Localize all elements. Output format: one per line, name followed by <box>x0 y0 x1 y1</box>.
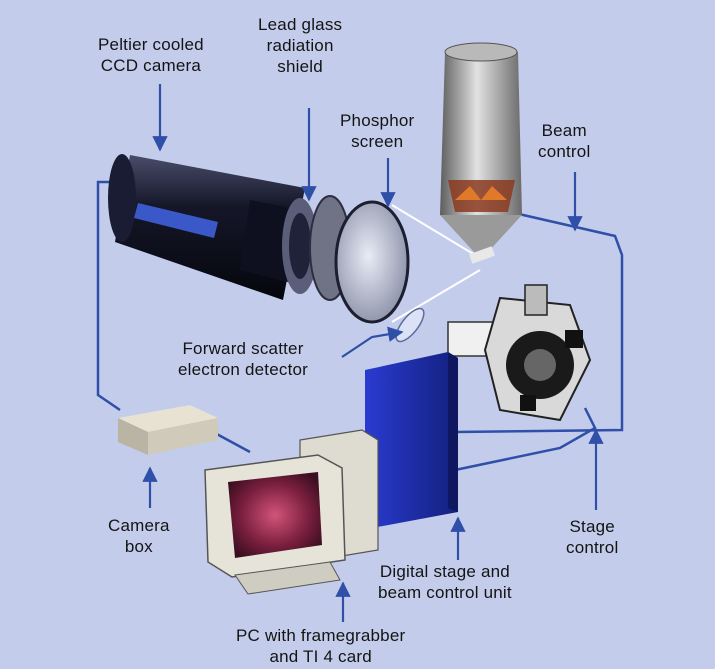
camera-box-device <box>118 405 218 455</box>
arrow-forward-scatter <box>341 326 404 358</box>
annotation-arrows <box>142 84 604 622</box>
electron-column <box>440 42 522 252</box>
stage-assembly <box>447 284 592 422</box>
diffraction-cone <box>391 204 481 323</box>
camera-box-cable <box>212 430 251 454</box>
phosphor-screen <box>334 200 410 324</box>
digital-control-unit <box>365 352 458 528</box>
stage-control-cable <box>454 407 597 472</box>
ccd-camera <box>108 154 318 300</box>
pc <box>204 429 379 595</box>
specimen <box>469 246 495 264</box>
